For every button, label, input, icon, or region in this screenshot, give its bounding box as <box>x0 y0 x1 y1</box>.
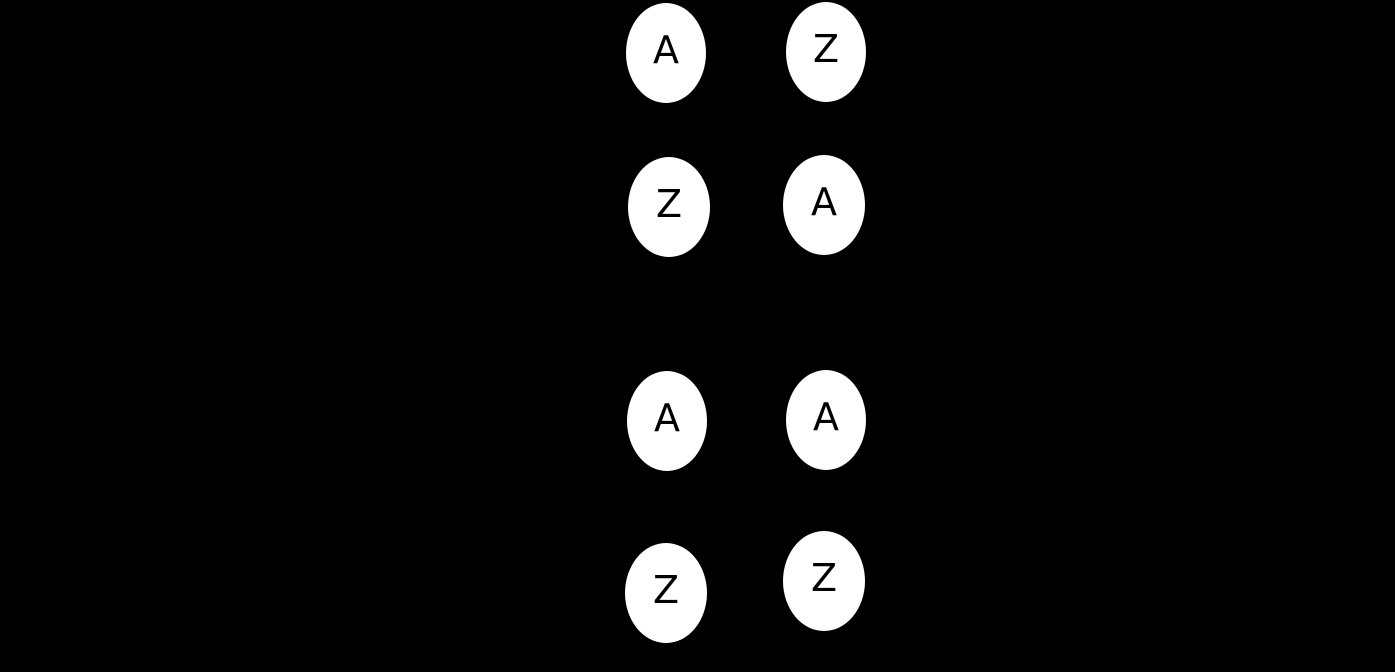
node-label: Z <box>812 27 840 71</box>
node-label: A <box>653 28 679 72</box>
diagram-node-lower-pair-right-row4: Z <box>783 531 865 631</box>
node-label: A <box>813 395 839 439</box>
diagram-node-upper-pair-right-row1: Z <box>786 2 866 102</box>
node-label: Z <box>810 556 838 600</box>
diagram-node-upper-pair-right-row2: A <box>783 155 865 255</box>
diagram-node-lower-pair-left-row3: A <box>627 371 707 471</box>
node-label: A <box>654 396 680 440</box>
diagram-node-lower-pair-left-row4: Z <box>625 543 707 643</box>
node-label: Z <box>652 568 680 612</box>
diagram-node-lower-pair-right-row3: A <box>786 370 866 470</box>
node-label: A <box>811 180 837 224</box>
diagram-node-upper-pair-left-row1: A <box>626 3 706 103</box>
diagram-node-upper-pair-left-row2: Z <box>628 157 710 257</box>
node-label: Z <box>655 182 683 226</box>
